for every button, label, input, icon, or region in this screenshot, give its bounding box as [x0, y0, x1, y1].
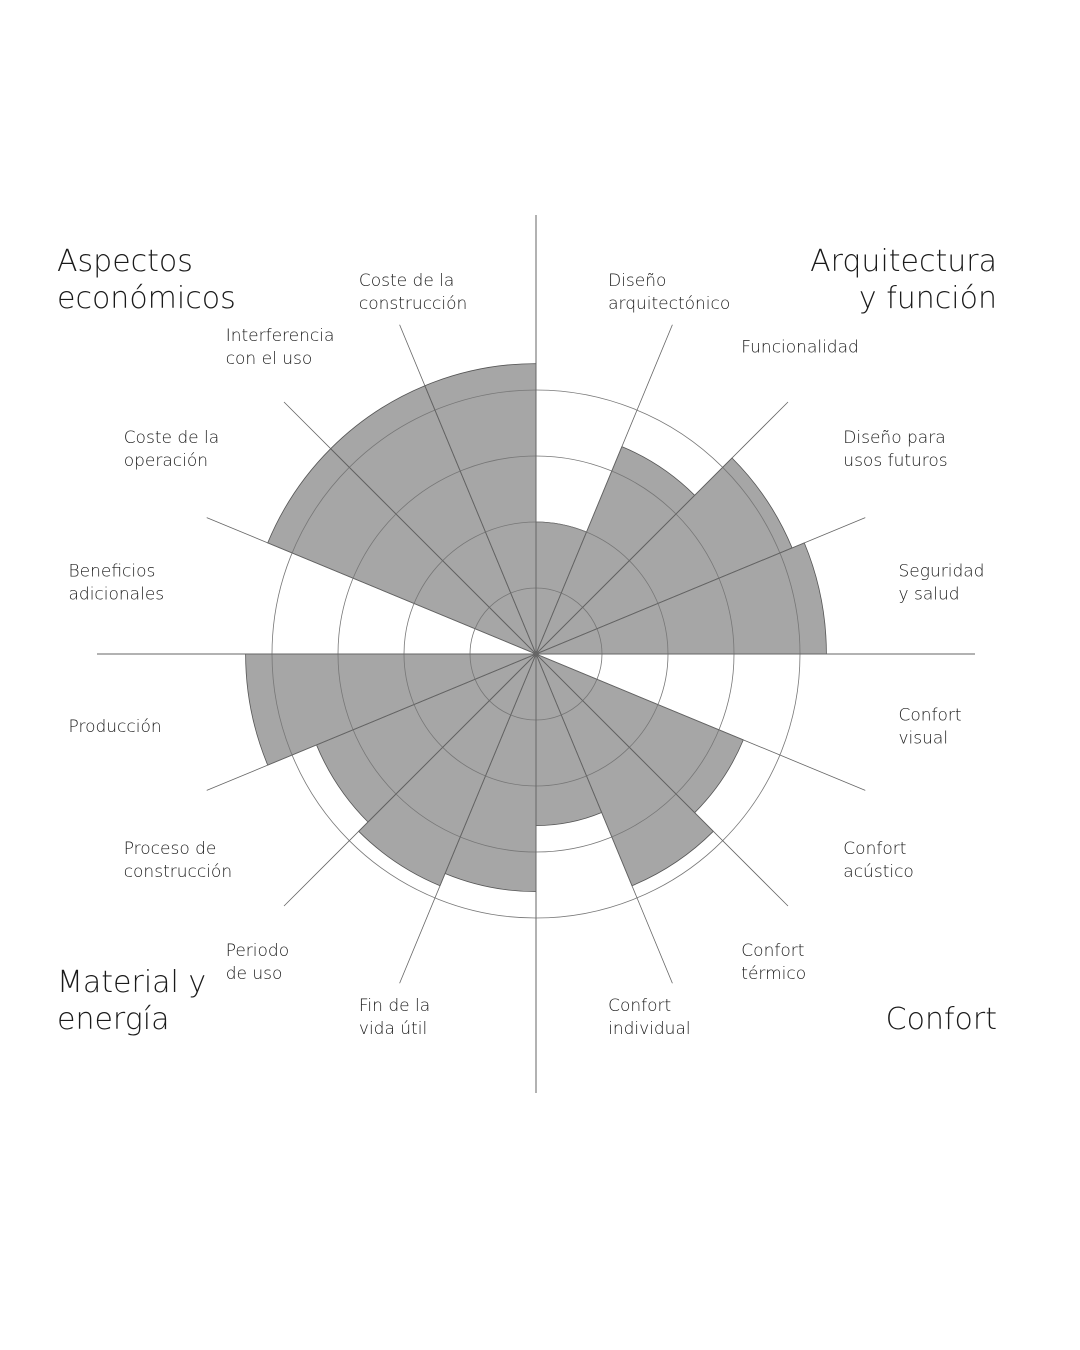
spoke-9: [399, 653, 537, 984]
sector-label-5: Confort acústico: [843, 839, 914, 882]
group-label-line: económicos: [57, 281, 236, 316]
sector-label-line: de uso: [226, 964, 283, 984]
spoke-13: [206, 517, 537, 655]
sector-label-line: Beneficios: [69, 561, 156, 581]
sector-label-line: acústico: [843, 862, 914, 882]
sector-label-line: Coste de la: [124, 428, 219, 448]
group-label-1: Confort: [886, 1002, 997, 1037]
sector-label-6: Confort térmico: [741, 941, 806, 984]
sector-label-line: Interferencia: [226, 326, 335, 346]
sector-labels: Diseño arquitectónicoFuncionalidadDiseño …: [69, 271, 985, 1039]
sector-label-line: y salud: [899, 584, 960, 604]
sector-label-line: vida útil: [359, 1019, 427, 1039]
spoke-15: [399, 324, 537, 655]
sector-label-line: Confort: [608, 996, 671, 1016]
sector-label-line: arquitectónico: [608, 294, 730, 314]
sector-label-line: construcción: [359, 294, 467, 314]
sector-3: [535, 542, 827, 655]
sector-label-10: Proceso de construcción: [124, 839, 232, 882]
sector-label-2: Diseño para usos futuros: [843, 428, 947, 471]
sector-14: [330, 385, 537, 655]
spoke-2: [535, 401, 789, 655]
group-label-line: Material y: [57, 965, 206, 1000]
spoke-11: [206, 653, 537, 791]
sector-label-line: Fin de la: [359, 996, 430, 1016]
sector-label-line: construcción: [124, 862, 232, 882]
sector-label-11: Producción: [69, 717, 162, 737]
spoke-14: [283, 401, 537, 655]
sector-label-1: Funcionalidad: [741, 338, 859, 358]
spokes-layer: [206, 324, 866, 984]
sector-label-line: individual: [608, 1019, 691, 1039]
sector-label-line: Funcionalidad: [741, 338, 859, 358]
sector-label-line: Diseño: [608, 271, 666, 291]
sector-label-line: usos futuros: [843, 451, 947, 471]
sector-label-line: Producción: [69, 717, 162, 737]
sector-label-line: Confort: [741, 941, 804, 961]
sector-label-4: Confort visual: [899, 706, 962, 749]
group-label-line: Confort: [886, 1002, 997, 1037]
sector-label-12: Beneficios adicionales: [69, 561, 165, 604]
sector-label-line: Seguridad: [899, 561, 985, 581]
sector-label-line: con el uso: [226, 349, 313, 369]
sector-label-line: visual: [899, 729, 949, 749]
group-label-line: y función: [859, 281, 997, 316]
sector-label-line: térmico: [741, 964, 806, 984]
spoke-1: [535, 324, 673, 655]
sector-label-3: Seguridad y salud: [899, 561, 985, 604]
sector-15: [424, 363, 537, 655]
sector-label-14: Interferencia con el uso: [226, 326, 335, 369]
spoke-5: [535, 653, 866, 791]
sectors-layer: [245, 363, 827, 893]
group-label-line: Aspectos: [57, 244, 193, 279]
spoke-10: [283, 653, 537, 907]
sector-label-line: Periodo: [226, 941, 289, 961]
group-label-line: Arquitectura: [810, 244, 997, 279]
sector-label-line: Proceso de: [124, 839, 217, 859]
group-label-line: energía: [57, 1002, 169, 1037]
sector-label-0: Diseño arquitectónico: [608, 271, 730, 314]
spoke-3: [535, 517, 866, 655]
sector-label-line: Coste de la: [359, 271, 454, 291]
spoke-6: [535, 653, 789, 907]
spoke-7: [535, 653, 673, 984]
sector-label-8: Fin de la vida útil: [359, 996, 430, 1039]
sector-label-13: Coste de la operación: [124, 428, 219, 471]
sector-label-9: Periodo de uso: [226, 941, 289, 984]
sector-label-line: Confort: [843, 839, 906, 859]
sector-label-15: Coste de la construcción: [359, 271, 467, 314]
sector-13: [267, 448, 537, 655]
sector-label-7: Confort individual: [608, 996, 691, 1039]
sector-label-line: adicionales: [69, 584, 165, 604]
sector-11: [245, 653, 537, 766]
sector-label-line: Diseño para: [843, 428, 945, 448]
sector-label-line: Confort: [899, 706, 962, 726]
sector-label-line: operación: [124, 451, 208, 471]
quadrant-axes: [97, 215, 975, 1093]
